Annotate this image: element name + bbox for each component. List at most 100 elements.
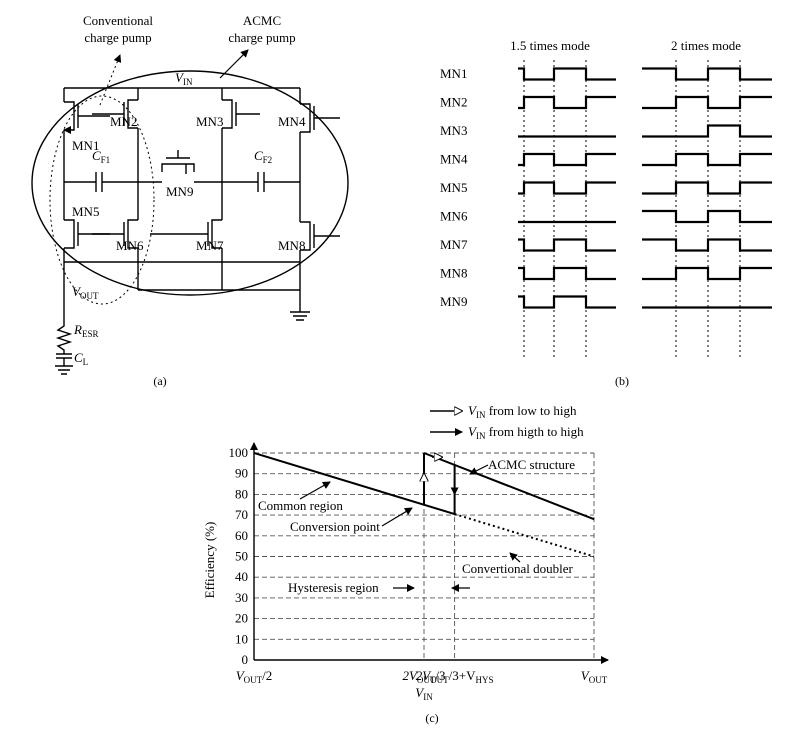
signal-label: MN2 [440,95,467,110]
transistor-mn8: MN8 [278,221,340,253]
signal-label: MN5 [440,180,467,195]
vin-label: VIN [175,70,193,87]
legend: VIN from low to high VIN from higth to h… [430,403,584,441]
caption-c: (c) [425,711,438,725]
cf2-label: CF2 [254,148,272,165]
x-tick-label: VOUT/2 [236,668,273,685]
transistor-mn3: MN3 [196,99,260,129]
series-common-region [253,452,455,516]
wave-mode2-mn8 [642,266,772,281]
y-tick-label: 20 [235,611,248,626]
svg-text:MN2: MN2 [110,114,137,129]
svg-text:MN6: MN6 [116,238,144,253]
signal-label: MN7 [440,237,468,252]
annotation-acmc-arrow [469,464,489,475]
panel-a-schematic: Conventional charge pump ACMC charge pum… [31,13,349,388]
x-axis-title: VIN [415,685,433,702]
annotation-conversion: Conversion point [290,519,380,534]
y-tick-label: 70 [235,507,248,522]
vout-rail [64,261,300,291]
signal-label: MN9 [440,294,467,309]
caption-a: (a) [153,374,166,388]
y-tick-label: 60 [235,528,248,543]
signal-label: MN4 [440,152,468,167]
annotation-common: Common region [258,498,343,513]
wave-mode1-mn2 [518,95,616,110]
transistor-mn9: MN9 [161,150,195,199]
svg-text:MN4: MN4 [278,114,306,129]
wave-mode1-mn5 [518,181,616,195]
y-tick-label: 50 [235,549,248,564]
series-acmc-structure [423,452,595,521]
x-tick-label: VOUT [581,668,608,685]
callout-acmc-line2: charge pump [228,30,295,45]
signal-label: MN1 [440,66,467,81]
y-tick-label: 40 [235,569,248,584]
wave-mode2-mn1 [642,67,772,81]
transistor-mn7: MN7 [150,219,224,253]
wave-mode2-mn6 [642,209,772,224]
annotation-doubler: Convertional doubler [462,561,574,576]
svg-text:MN1: MN1 [72,138,99,153]
caption-b: (b) [615,374,629,388]
svg-text:MN5: MN5 [72,204,99,219]
resistor-esr [55,320,73,354]
svg-text:MN8: MN8 [278,238,305,253]
legend-item-1: VIN from low to high [468,403,577,420]
y-tick-label: 0 [242,652,249,667]
transistor-mn4: MN4 [278,103,340,133]
ground-right [290,290,310,321]
annotation-acmc: ACMC structure [488,457,575,472]
wave-mode1-mn1 [518,67,616,81]
panel-c-chart: VIN from low to high VIN from higth to h… [202,403,609,725]
wave-mode2-mn3 [642,124,772,138]
svg-text:MN3: MN3 [196,114,223,129]
wave-mode1-mn9 [518,295,616,309]
callout-acmc-line1: ACMC [243,13,281,28]
callout-conventional-arrow [99,54,122,106]
panel-b-timing: 1.5 times mode 2 times mode MN1MN2MN3MN4… [440,38,772,388]
y-tick-label: 30 [235,590,248,605]
cap-cf2 [194,172,300,192]
annotation-hysteresis: Hysteresis region [288,580,379,595]
wave-mode1-mn7 [518,238,616,252]
acmc-ellipse [31,70,349,296]
transistor-mn1: MN1 [63,101,110,153]
transistor-mn2: MN2 [92,99,138,129]
cl-label: CL [74,350,88,367]
svg-text:MN9: MN9 [166,184,193,199]
signal-label: MN3 [440,123,467,138]
annotation-common-arrow [299,481,331,500]
wave-mode2-mn5 [642,181,772,195]
svg-text:MN7: MN7 [196,238,224,253]
cap-cf1 [64,172,162,192]
y-tick-label: 100 [229,445,249,460]
mode1-header: 1.5 times mode [510,38,590,53]
signal-label: MN6 [440,209,468,224]
annotation-conversion-arrow [381,507,413,527]
annotation-doubler-arrow [509,552,521,563]
x-tick-label: 2VOUT/3 [402,668,445,685]
x-tick-label: 2VOUT/3+VHYS [416,668,494,685]
y-tick-label: 10 [235,631,248,646]
chart-series [253,452,595,558]
legend-item-2: VIN from higth to high [468,424,584,441]
timing-waves [518,67,772,309]
callout-conventional-line1: Conventional [83,13,153,28]
y-tick-label: 80 [235,486,248,501]
transistor-mn6: MN6 [92,219,144,253]
wave-mode2-mn4 [642,152,772,167]
transistor-mn5: MN5 [64,204,110,249]
y-tick-label: 90 [235,466,248,481]
signal-label: MN8 [440,266,467,281]
callout-conventional-line2: charge pump [84,30,151,45]
series-convertional-doubler [454,513,595,558]
cf1-label: CF1 [92,148,110,165]
vout-label: VOUT [72,284,99,301]
wave-mode1-mn4 [518,152,616,167]
y-axis-title: Efficiency (%) [202,522,217,599]
mode2-header: 2 times mode [671,38,741,53]
